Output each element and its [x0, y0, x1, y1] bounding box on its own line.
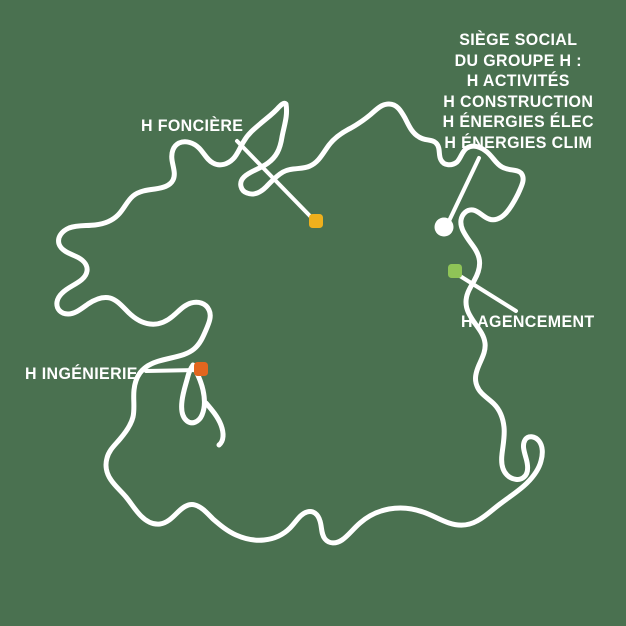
brittany-detail-path: [179, 362, 207, 426]
fonciere-leader-line: [235, 139, 313, 219]
ingenierie-label: H INGÉNIERIE: [25, 364, 138, 383]
headquarters-label-line-6: H ÉNERGIES CLIM: [444, 132, 593, 152]
agencement-leader-line: [458, 274, 518, 313]
france-outline-path: [54, 100, 545, 546]
fonciere-label: H FONCIÈRE: [141, 116, 244, 135]
fonciere-marker[interactable]: [309, 214, 323, 228]
corsica-notch-path: [203, 400, 226, 448]
headquarters-label-line-1: SIÈGE SOCIAL: [459, 30, 578, 49]
ingenierie-leader-line: [144, 368, 199, 373]
agencement-label: H AGENCEMENT: [461, 312, 595, 331]
ingenierie-marker[interactable]: [194, 362, 208, 376]
headquarters-label: SIÈGE SOCIAL DU GROUPE H : H ACTIVITÉS H…: [443, 30, 594, 153]
headquarters-leader-line: [447, 156, 481, 223]
headquarters-label-line-4: H CONSTRUCTION: [443, 91, 594, 111]
headquarters-label-line-3: H ACTIVITÉS: [466, 71, 570, 90]
markers-group: [194, 214, 462, 376]
headquarters-label-line-5: H ÉNERGIES ÉLEC: [442, 112, 594, 131]
leader-lines-group: [144, 139, 518, 373]
headquarters-label-line-2: DU GROUPE H :: [454, 50, 583, 70]
agencement-marker[interactable]: [448, 264, 462, 278]
headquarters-marker[interactable]: [434, 217, 454, 237]
